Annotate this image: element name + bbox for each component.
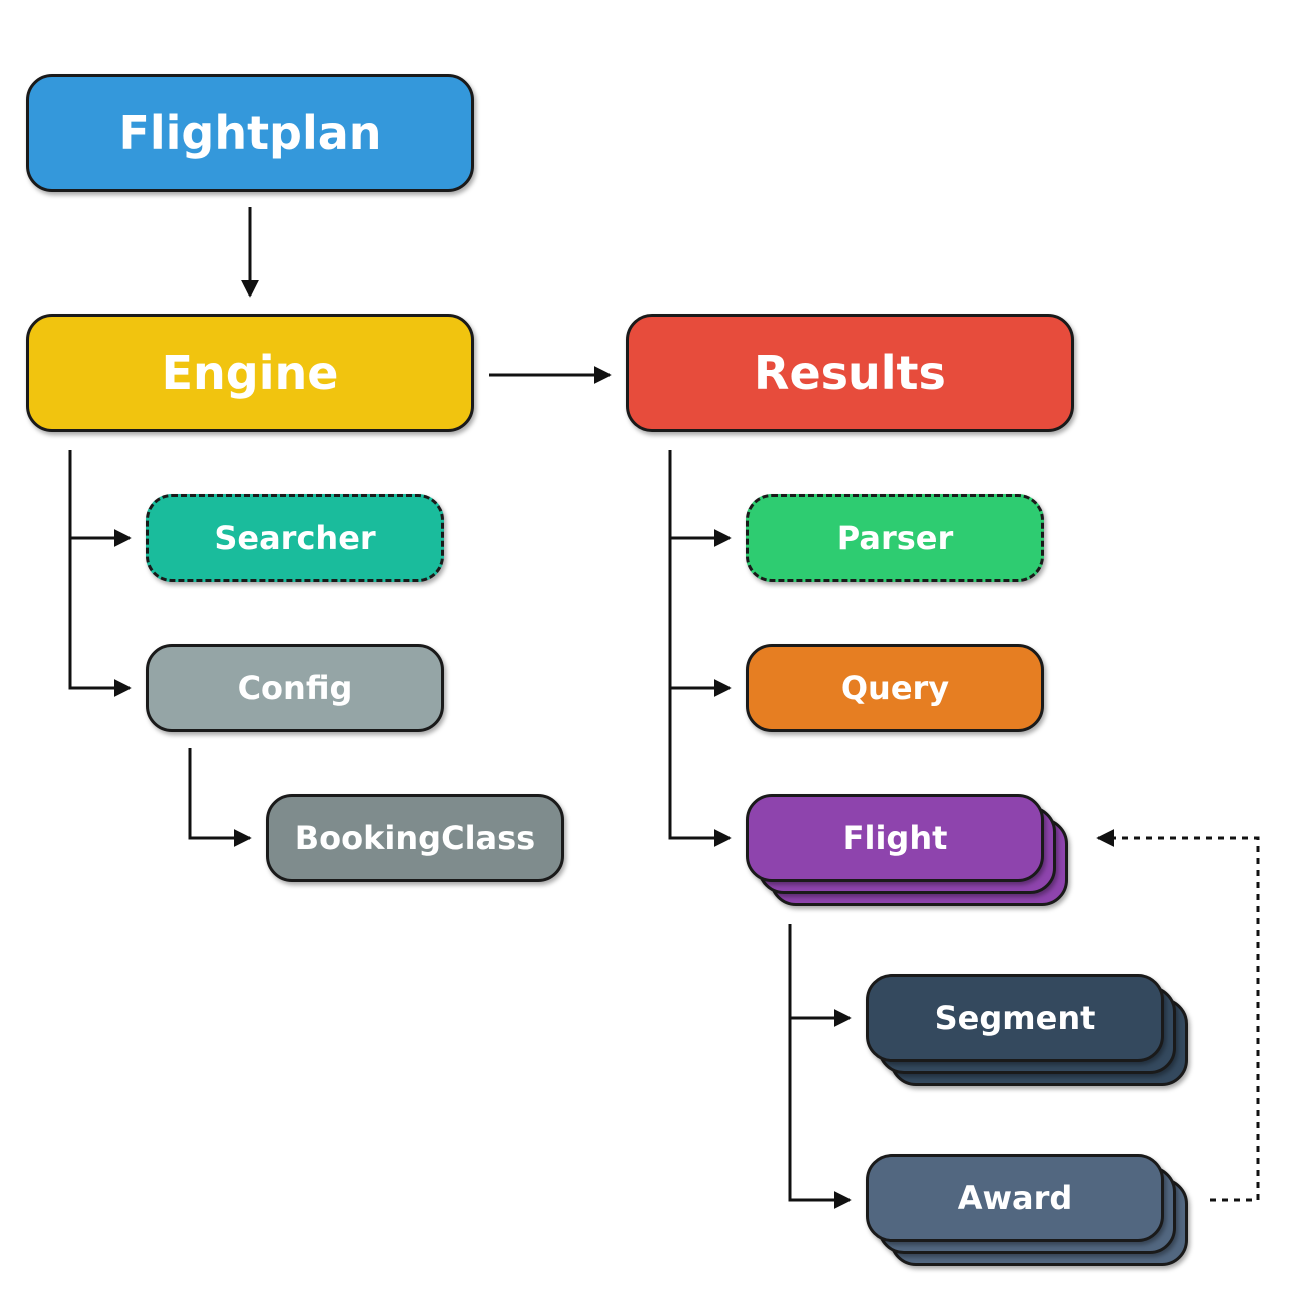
node-segment: Segment: [866, 974, 1164, 1062]
node-award: Award: [866, 1154, 1164, 1242]
node-flightplan-label: Flightplan: [118, 106, 382, 160]
node-query: Query: [746, 644, 1044, 732]
node-searcher-label: Searcher: [214, 519, 376, 557]
node-engine: Engine: [26, 314, 474, 432]
node-engine-label: Engine: [161, 346, 339, 400]
edge-results-parser: [668, 450, 732, 547]
node-award-label: Award: [957, 1179, 1073, 1217]
node-parser: Parser: [746, 494, 1044, 582]
edge-flight-award: [788, 1018, 852, 1209]
node-searcher: Searcher: [146, 494, 444, 582]
node-flight: Flight: [746, 794, 1044, 882]
edge-engine-searcher: [68, 450, 132, 547]
node-config-label: Config: [237, 669, 353, 707]
node-query-label: Query: [840, 669, 950, 707]
edge-config-bookingclass: [188, 748, 252, 847]
node-bookingclass: BookingClass: [266, 794, 564, 882]
node-segment-label: Segment: [934, 999, 1096, 1037]
edge-award-flight-dashed: [1096, 829, 1260, 1202]
node-parser-label: Parser: [836, 519, 954, 557]
edge-results-flight: [668, 688, 732, 847]
edge-flight-segment: [788, 924, 852, 1027]
edge-results-query: [668, 538, 732, 697]
node-config: Config: [146, 644, 444, 732]
node-bookingclass-label: BookingClass: [294, 819, 536, 857]
node-flightplan: Flightplan: [26, 74, 474, 192]
node-results-label: Results: [754, 346, 946, 400]
node-results: Results: [626, 314, 1074, 432]
edge-engine-config: [68, 538, 132, 697]
node-flight-label: Flight: [842, 819, 948, 857]
